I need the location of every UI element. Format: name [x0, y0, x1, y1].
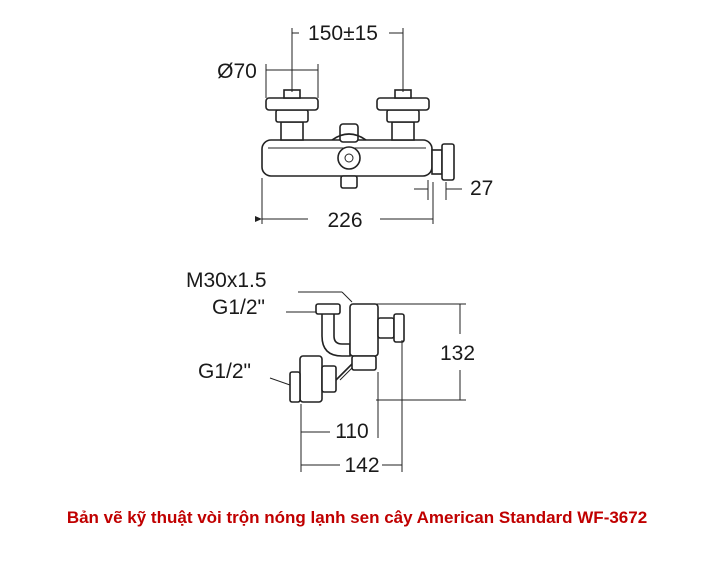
label-g-lower: G1/2": [198, 360, 251, 383]
dim-height: 132: [440, 342, 475, 365]
right-valve: [376, 89, 430, 141]
dim-length: 226: [327, 209, 362, 232]
lower-outlet: [289, 355, 353, 403]
dim-diameter: Ø70: [217, 60, 257, 83]
label-thread: M30x1.5: [186, 269, 267, 292]
dim-142: 142: [344, 454, 379, 477]
valve-block: [349, 303, 405, 371]
dim-110: 110: [335, 420, 368, 443]
dim-spacing: 150±15: [308, 22, 378, 45]
drawing-caption: Bản vẽ kỹ thuật vòi trộn nóng lạnh sen c…: [66, 508, 648, 527]
label-g-upper: G1/2": [212, 296, 265, 319]
dim-depth: 27: [470, 177, 493, 200]
side-view: M30x1.5 G1/2" G1/2" 132 110 142: [186, 269, 475, 477]
front-view: 150±15 Ø70 226 27: [217, 22, 493, 232]
left-valve: [265, 89, 319, 141]
diverter-knob: [331, 123, 367, 189]
side-outlet: [431, 143, 455, 181]
upper-inlet: [315, 303, 351, 357]
